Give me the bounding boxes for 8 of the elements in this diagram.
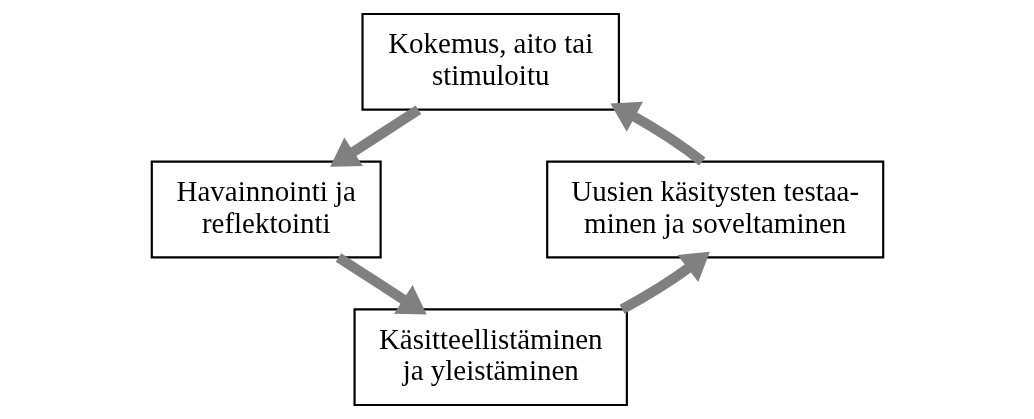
arrow [609,101,705,166]
node-box: Kokemus, aito tai stimuloitu [360,12,620,111]
node-box: Uusien käsitysten testaa- minen ja soveltaminen [545,160,884,259]
arrow [335,253,427,315]
arrow [329,105,421,167]
arrow [619,251,710,314]
node-box: Käsitteellistäminen ja yleistäminen [352,308,628,407]
node-box: Havainnointi ja reflektointi [150,160,382,259]
